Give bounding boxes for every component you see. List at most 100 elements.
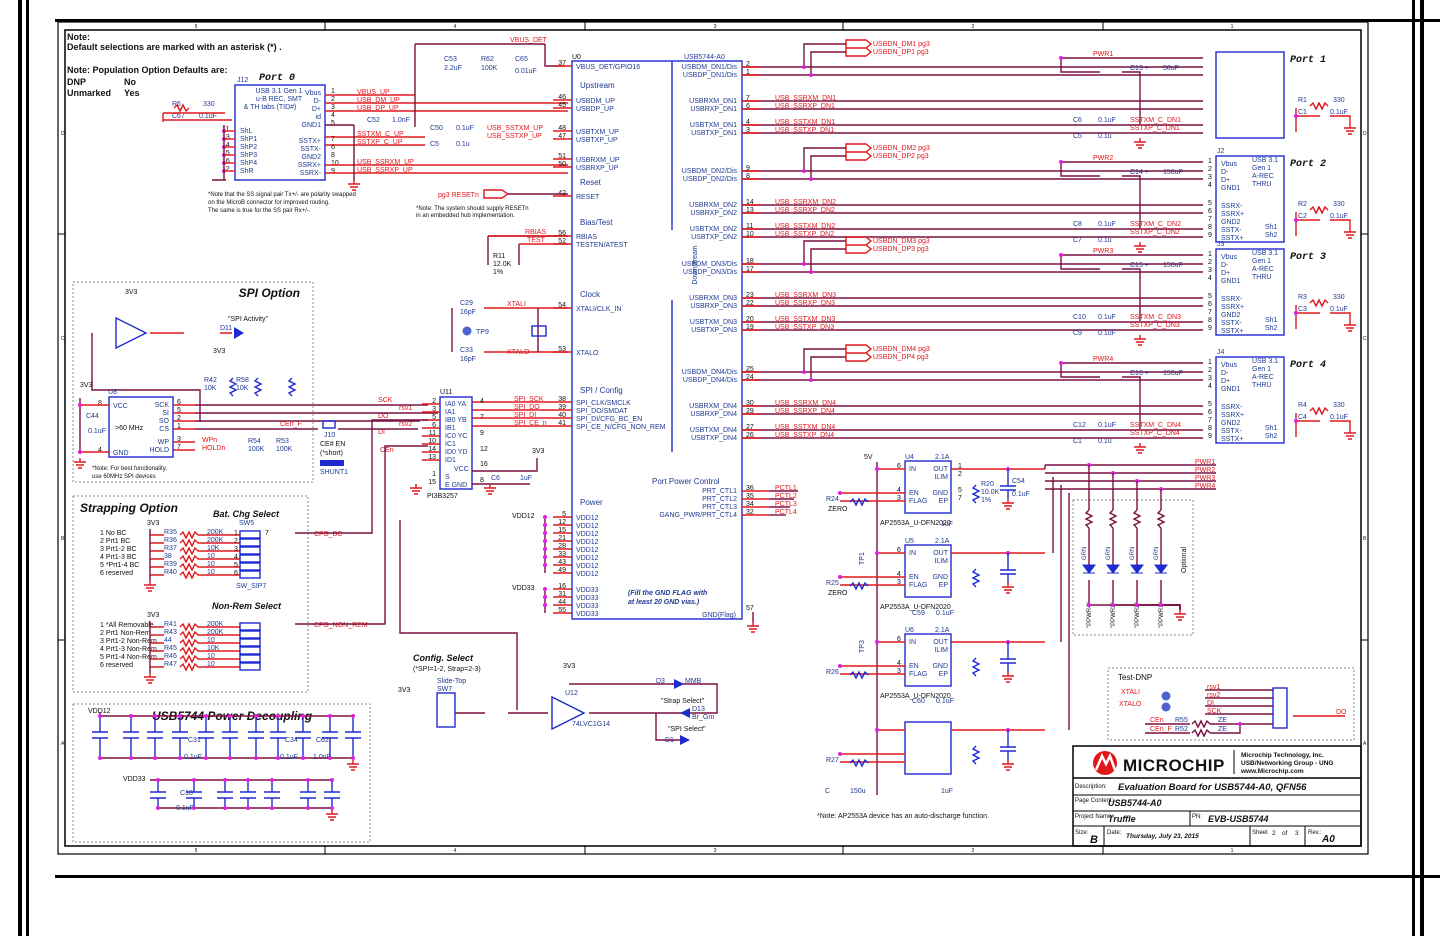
u8-note-1: *Note: For best functionality, [92,466,167,472]
spi-bus [195,404,438,430]
junction [98,756,102,760]
strap-option: 6 reserved [100,570,133,577]
junction [875,640,879,644]
vdd33-rails [150,779,332,809]
bulk-cap-val: 50uF [1163,65,1179,72]
j12-net-wires [325,94,568,174]
r20-ref: R20 [981,481,994,488]
shield-c: C1 [1298,109,1307,116]
r53-ref: R53 [276,438,289,445]
conn-desc: USB 3.1 [1252,157,1278,164]
junction [129,756,133,760]
net-ctxm: SSTXM_C_DN2 [1130,221,1181,228]
j10-jumper[interactable] [322,420,336,429]
flag-resistor [849,758,869,768]
hub-ds-pin: USBRXM_DN3 [689,295,737,302]
net-sstxp: USB_SSTXP_DN4 [775,432,834,439]
d13-part: Br_Gm [692,714,714,721]
dip-switch-pos [239,570,261,579]
sw7-slide-switch[interactable] [436,692,456,728]
rbias-net: RBIAS [525,229,546,236]
strap-res-ref: R45 [164,645,177,652]
u11-out-num: 9 [480,430,484,437]
hub-pin-name: RESET [576,194,600,201]
pwr-wire [1060,254,1203,321]
net-ssrxm: USB_SSRXM_DN4 [775,400,836,407]
junction [254,714,258,718]
zone-label-bottom: 5 [195,848,198,854]
hub-ds-num: 29 [746,408,754,415]
ac-cap-b: C9 [1073,330,1082,337]
mux-input-net: rsv1 [399,405,412,412]
net-sstxm: USB_SSTXM_DN4 [775,424,835,431]
u11-pin: IA1 [445,409,456,416]
of-label: of [1282,830,1288,837]
pwr-net: PWR1 [1093,51,1113,58]
zone-label-top: 1 [1231,24,1234,30]
junction [1111,603,1115,607]
ac-cap-b-val: 0.1uF [1098,330,1116,337]
conn-desc: Gen 1 [1252,258,1271,265]
strap-res [150,562,240,572]
leds-optional: Optional [1181,547,1188,574]
r20-tol: 1% [981,497,991,504]
connector-ref: J2 [1217,148,1225,155]
hub-pin-num: 15 [558,527,566,534]
junction [301,714,305,718]
ac-cap-a: C10 [1073,314,1086,321]
company-name: Microchip Technology, Inc. [1241,752,1324,759]
r55-ref: R55 [1175,717,1188,724]
row-label: A [1363,741,1367,747]
hub-ds-num: 23 [746,292,754,299]
conn-pin-num: 8 [1208,224,1212,231]
test-net: DI [1207,700,1214,707]
strap-res-ref: R40 [164,569,177,576]
net-sstxm: USB_SSTXM_DN2 [775,223,835,230]
junction [192,806,196,810]
j10-ref: J10 [324,432,335,439]
ground-icon [410,484,422,495]
j12-shield-name: ShP2 [240,144,257,151]
cfg-nr-net: CFG_NON_REM [314,622,368,629]
pwr-wire [1060,57,1203,124]
note-dnp-label: DNP [67,77,86,87]
junction [306,806,310,810]
connector-ref: J4 [1217,349,1225,356]
hub-pin-name: VDD12 [576,571,599,578]
gnd-flag-num: 57 [746,605,754,612]
hub-ds-num: 22 [746,300,754,307]
pn-value: EVB-USB5744 [1208,814,1269,824]
strap-res-ref: R37 [164,545,177,552]
c50-value: 0.1uF [456,125,474,132]
u11-pin-num: 10 [428,438,436,445]
j12-pin-name: SSTX+ [299,138,321,145]
hub-ds-pin: USBDM_DN2/Dis [682,168,738,175]
hub-section-title: SPI / Config [580,386,623,395]
switch-pin: OUT [933,550,949,557]
dip-switch-pos [239,630,261,639]
conn-pin-num: 1 [1208,158,1212,165]
r42-ref: R42 [204,377,217,384]
hub-pin-num: 40 [558,412,566,419]
u8-pin-num: 2 [177,415,181,422]
junction [156,806,160,810]
port-power-leds: GRN"PPWR4"GRN"PPWR3"GRN"PPWR2"GRN"PPWR1" [1082,463,1186,628]
mux-input-net: DI [378,429,385,436]
junction [1059,160,1063,164]
pwr-net: PWR4 [1093,356,1113,363]
row-label: A [61,741,65,747]
switch-pin: GND [932,490,948,497]
r53-value: 100K [276,446,293,453]
ground-icon [326,810,338,821]
zone-label-bottom: 3 [714,848,717,854]
hub-pin-name: SPI_CLK/SMCLK [576,400,631,407]
bus-dm: USBDN_DM2 pg3 [873,145,930,152]
u11-c6-ref: C6 [491,475,500,482]
decap-33 [150,780,166,808]
c52-ref: C52 [367,117,380,124]
switch-pin-num: 6 [897,463,901,470]
ground-icon [1134,242,1146,253]
ac-cap-a-val: 0.1uF [1098,422,1116,429]
switch-wire [840,641,1045,675]
